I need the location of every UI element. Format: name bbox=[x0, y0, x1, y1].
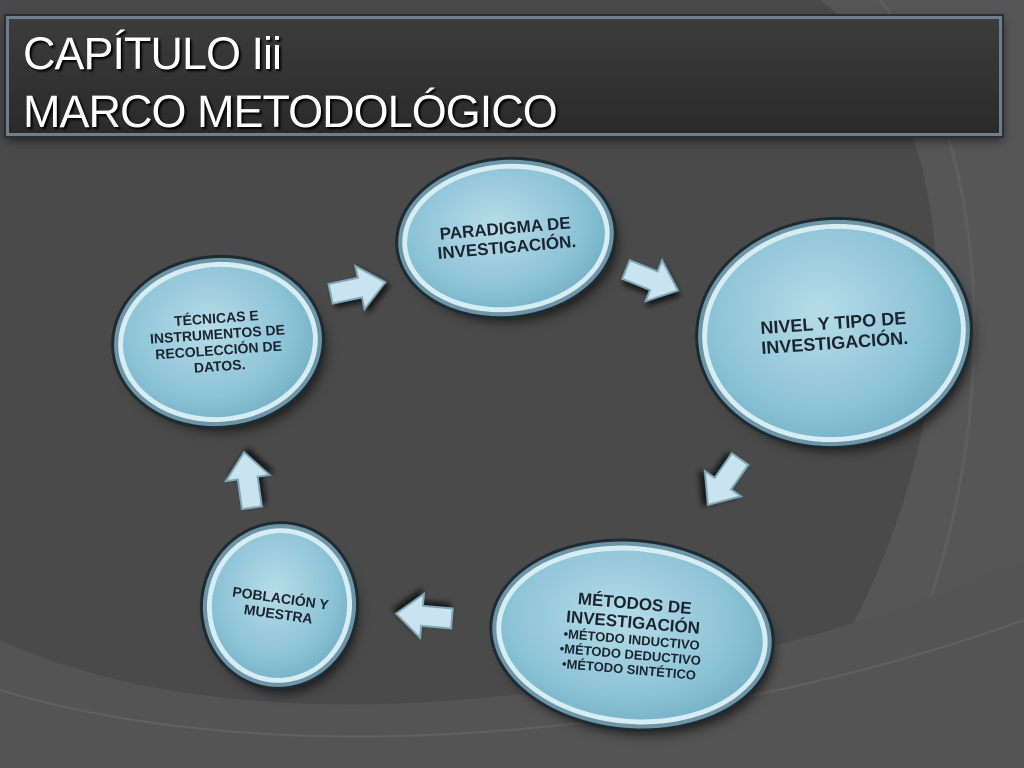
arrow-metodos-to-poblacion-icon bbox=[392, 589, 456, 642]
node-poblacion-label: POBLACIÓN Y MUESTRA bbox=[231, 582, 330, 627]
title-bar: CAPÍTULO Iii MARCO METODOLÓGICO bbox=[6, 16, 1002, 137]
arrow-poblacion-to-tecnicas-icon bbox=[220, 447, 276, 513]
node-paradigma-label: PARADIGMA DE INVESTIGACIÓN. bbox=[436, 213, 577, 263]
chapter-title: CAPÍTULO Iii bbox=[23, 28, 282, 79]
node-nivel-tipo-label: NIVEL Y TIPO DE INVESTIGACIÓN. bbox=[759, 307, 909, 359]
arrow-paradigma-to-nivel-icon bbox=[615, 247, 689, 314]
node-tecnicas-label: TÉCNICAS E INSTRUMENTOS DE RECOLECCIÓN D… bbox=[149, 307, 286, 376]
arrow-tecnicas-to-paradigma-icon bbox=[324, 258, 393, 317]
arrow-nivel-to-metodos-icon bbox=[687, 444, 761, 521]
chapter-subtitle: MARCO METODOLÓGICO bbox=[23, 86, 558, 137]
